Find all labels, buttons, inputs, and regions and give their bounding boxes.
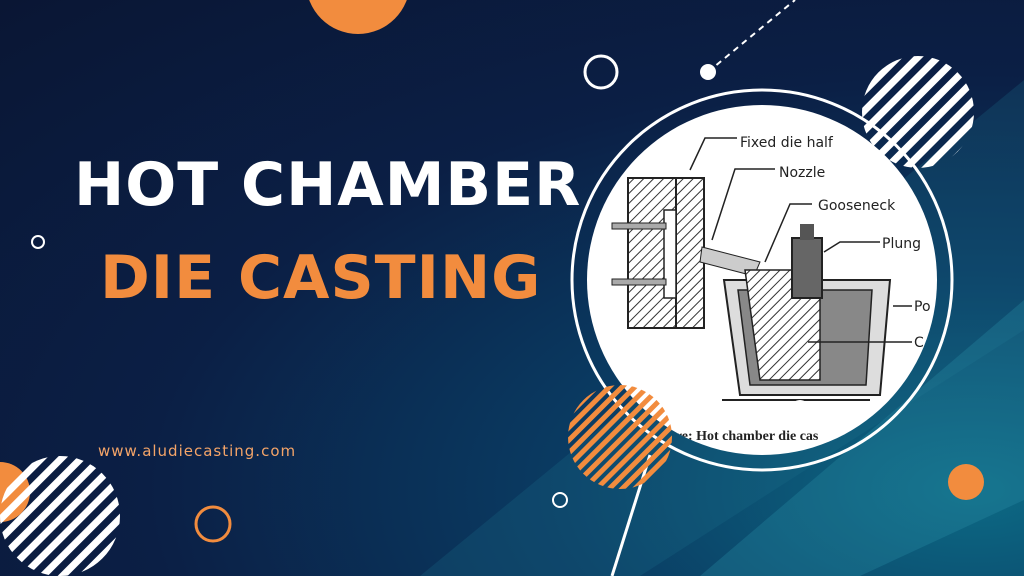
diagram-caption: ure: Hot chamber die cas (668, 429, 819, 444)
orange-circle (948, 464, 984, 500)
dot-decoration (700, 64, 716, 80)
light-band (700, 300, 1024, 576)
orange-ring (194, 505, 232, 543)
ring-decoration (552, 492, 568, 508)
website-link[interactable]: www.aludiecasting.com (98, 442, 297, 460)
label-chamber: C (914, 335, 924, 351)
label-fixed-die-half: Fixed die half (740, 135, 834, 151)
orange-striped-circle (568, 385, 672, 489)
dashed-line (707, 0, 796, 73)
headline-line-2: DIE CASTING (100, 243, 542, 313)
label-pot: Po (914, 299, 931, 315)
striped-circle (862, 56, 974, 168)
ring-decoration (31, 235, 45, 249)
magnifier-ring (570, 88, 954, 472)
orange-circle (309, 0, 407, 34)
die-casting-diagram: Fixed die half Nozzle Gooseneck Plung Po… (611, 135, 931, 444)
dot-decoration (790, 400, 810, 420)
label-gooseneck: Gooseneck (818, 198, 896, 214)
headline-line-1: HOT CHAMBER (74, 150, 582, 220)
label-plunger: Plung (882, 236, 921, 252)
striped-circle (0, 456, 120, 576)
ring-decoration (583, 54, 619, 90)
label-nozzle: Nozzle (779, 165, 825, 181)
